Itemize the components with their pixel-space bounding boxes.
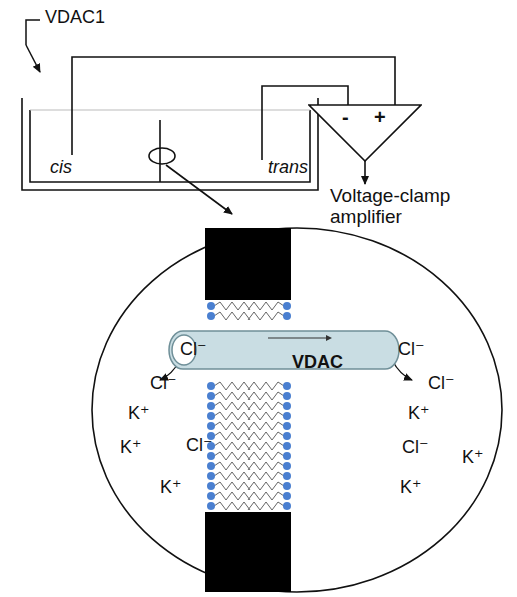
- ion-label: K⁺: [462, 448, 484, 468]
- ion-label: K⁺: [128, 404, 150, 424]
- amplifier-triangle: -+: [308, 104, 422, 162]
- ion-label: Cl⁻: [398, 340, 425, 360]
- ion-label: K⁺: [120, 438, 142, 458]
- input-sign: +: [374, 106, 386, 129]
- bath: [22, 98, 318, 190]
- zoom-ellipse: [92, 228, 502, 592]
- ion-label: Cl⁻: [402, 438, 429, 458]
- ion-label: K⁺: [408, 404, 430, 424]
- wires: [72, 57, 395, 160]
- channel-label: VDAC: [292, 352, 343, 373]
- part-label: cis: [50, 158, 72, 178]
- ion-label: Cl⁻: [186, 436, 213, 456]
- zoom-pointer: [166, 165, 232, 214]
- ion-label: Cl⁻: [150, 374, 177, 394]
- septum: [205, 512, 291, 592]
- pointer-arrow: [26, 45, 40, 72]
- ion-label: Cl⁻: [180, 340, 207, 360]
- input-sign: -: [342, 106, 349, 129]
- ion-label: K⁺: [400, 478, 422, 498]
- part-label: Voltage-clamp amplifier: [330, 186, 510, 228]
- ion-label: K⁺: [160, 478, 182, 498]
- septum: [205, 228, 291, 300]
- pointer: [26, 20, 40, 45]
- ion-label: Cl⁻: [428, 374, 455, 394]
- part-label: VDAC1: [45, 8, 105, 28]
- part-label: trans: [268, 158, 308, 178]
- output-arrow: [364, 160, 366, 184]
